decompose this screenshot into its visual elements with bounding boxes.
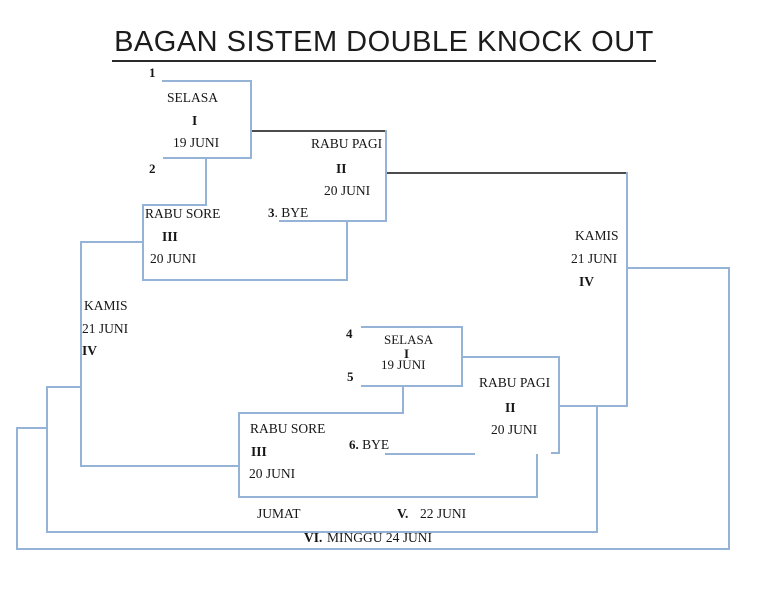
bye-underline <box>385 453 475 455</box>
bracket-line <box>627 267 730 269</box>
bracket-line <box>238 412 240 498</box>
page-title-wrap: BAGAN SISTEM DOUBLE KNOCK OUT <box>0 26 768 62</box>
bracket-line <box>238 412 404 414</box>
semifinal-right-day: KAMIS <box>575 228 619 243</box>
bracket-line <box>361 385 463 387</box>
grand-final-round: VI. <box>304 530 323 545</box>
match-3a-date: 20 JUNI <box>150 251 197 266</box>
bracket-line <box>142 204 144 281</box>
bracket-line <box>558 356 560 454</box>
match-1b-date: 19 JUNI <box>381 357 426 372</box>
slot-1-number: 1 <box>149 65 156 80</box>
bracket-line <box>551 452 560 454</box>
match-3b-day: RABU SORE <box>250 421 326 436</box>
slot-2-number: 2 <box>149 161 156 176</box>
slot-6-number: 6. <box>349 437 359 452</box>
final-round: V. <box>397 506 409 521</box>
page-title: BAGAN SISTEM DOUBLE KNOCK OUT <box>112 26 656 62</box>
bracket-line <box>596 405 598 533</box>
bracket-line <box>163 157 251 159</box>
semifinal-left-date: 21 JUNI <box>82 321 129 336</box>
match-1b-day: SELASA <box>384 332 434 347</box>
semifinal-left-round: IV <box>82 343 98 358</box>
final-day: JUMAT <box>257 506 301 521</box>
match-3b-round: III <box>251 444 267 459</box>
bracket-line <box>46 386 82 388</box>
bracket-line <box>238 496 538 498</box>
bracket-line <box>46 531 598 533</box>
connector-line-dark-2 <box>386 172 627 174</box>
bracket-line <box>80 465 238 467</box>
bracket-line <box>80 241 82 467</box>
slot-6-bye: 6. BYE <box>349 437 390 453</box>
connector-line-dark-1 <box>252 130 386 132</box>
match-1a-date: 19 JUNI <box>173 135 220 150</box>
bracket-line <box>250 80 252 159</box>
semifinal-left-day: KAMIS <box>84 298 128 313</box>
bracket-line <box>205 157 207 206</box>
match-2b-round: II <box>505 400 516 415</box>
bracket-line <box>162 80 252 82</box>
bracket-line <box>16 548 730 550</box>
match-2b-day: RABU PAGI <box>479 375 551 390</box>
bracket-line <box>142 279 348 281</box>
bracket-line <box>80 241 142 243</box>
bracket-line <box>46 386 48 533</box>
bye-underline <box>279 220 387 222</box>
final-date: 22 JUNI <box>420 506 467 521</box>
slot-3-bye: 3. BYE <box>268 205 309 221</box>
match-2a-round: II <box>336 161 347 176</box>
semifinal-right-date: 21 JUNI <box>571 251 618 266</box>
slot-4-number: 4 <box>346 326 353 341</box>
match-2a-day: RABU PAGI <box>311 136 383 151</box>
bracket-line <box>558 405 628 407</box>
match-1b-round: I <box>404 346 410 361</box>
slot-3-number: 3 <box>268 205 275 220</box>
match-2a-date: 20 JUNI <box>324 183 371 198</box>
bracket-line <box>626 172 628 407</box>
match-1a-day: SELASA <box>167 90 219 105</box>
match-3b-date: 20 JUNI <box>249 466 296 481</box>
bracket-line <box>361 326 463 328</box>
bracket-line <box>728 267 730 550</box>
match-3a-round: III <box>162 229 178 244</box>
bracket-line <box>16 427 48 429</box>
bracket-line <box>402 385 404 414</box>
match-1a-round: I <box>192 113 198 128</box>
slot-5-number: 5 <box>347 369 354 384</box>
grand-final-date: MINGGU 24 JUNI <box>327 530 432 545</box>
bracket-line <box>346 220 348 281</box>
slot-3-label: . BYE <box>274 205 309 220</box>
slot-6-label: BYE <box>358 437 390 452</box>
bracket-line <box>16 427 18 550</box>
bracket-line <box>461 356 560 358</box>
match-3a-day: RABU SORE <box>145 206 221 221</box>
bracket-line <box>536 454 538 498</box>
bracket-line <box>385 130 387 222</box>
match-2b-date: 20 JUNI <box>491 422 538 437</box>
bracket-line <box>142 204 206 206</box>
semifinal-right-round: IV <box>579 274 595 289</box>
